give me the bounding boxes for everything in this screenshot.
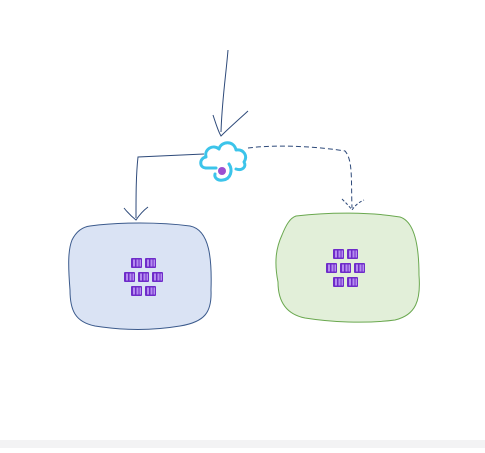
- container-cube-icon: [326, 263, 337, 273]
- container-cube-icon: [131, 286, 142, 296]
- arrow-to-left-cluster: [123, 153, 205, 221]
- cluster-left: [68, 222, 212, 330]
- arrow-to-right-cluster: [247, 145, 365, 211]
- container-cube-icon: [138, 272, 149, 282]
- container-cube-icon: [340, 263, 351, 273]
- container-cube-icon: [145, 258, 156, 268]
- container-cube-icon: [131, 258, 142, 268]
- cloud-gateway-icon: [199, 141, 248, 182]
- container-cube-icon: [354, 263, 365, 273]
- container-cube-icon: [333, 249, 344, 259]
- bottom-strip: [0, 440, 485, 448]
- incoming-arrow: [212, 49, 249, 137]
- container-cube-icon: [145, 286, 156, 296]
- container-cube-icon: [347, 277, 358, 287]
- container-cube-icon: [347, 249, 358, 259]
- container-cube-icon: [152, 272, 163, 282]
- container-cube-icon: [333, 277, 344, 287]
- container-cube-icon: [124, 272, 135, 282]
- cluster-right: [275, 212, 420, 323]
